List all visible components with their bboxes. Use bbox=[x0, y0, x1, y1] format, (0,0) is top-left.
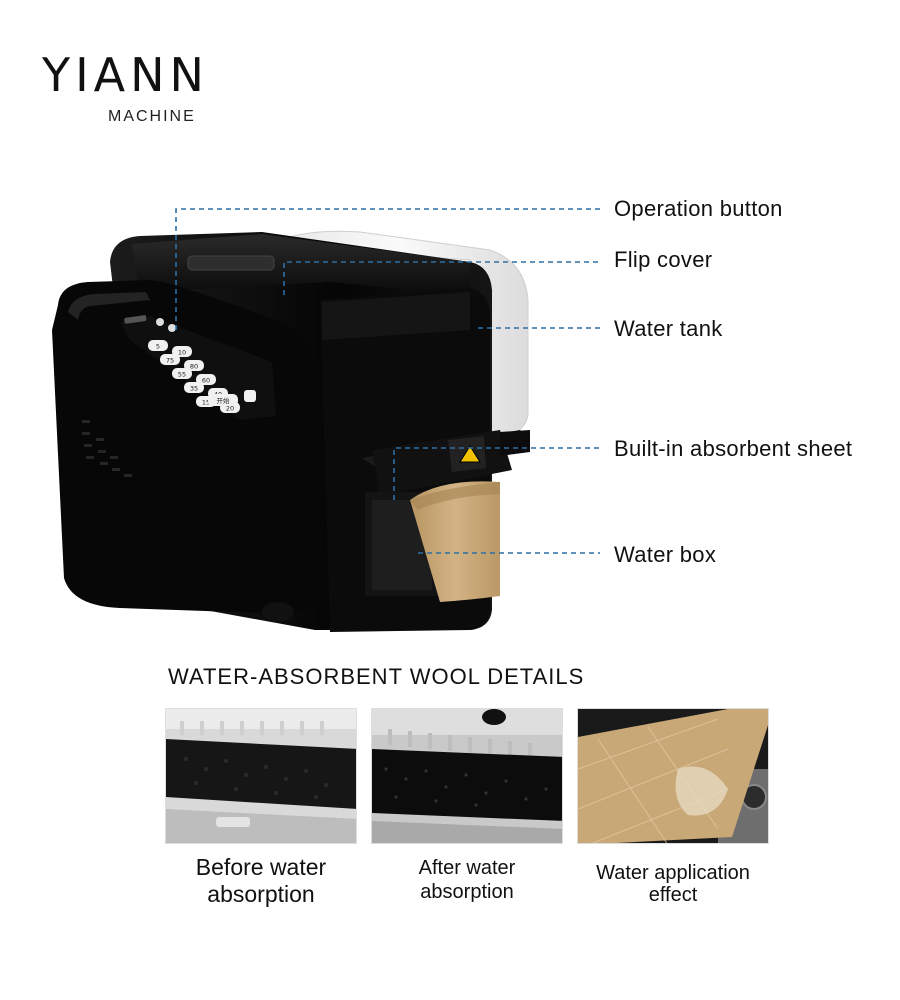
callout-flip-cover: Flip cover bbox=[614, 247, 713, 272]
callout-absorbent-sheet: Built-in absorbent sheet bbox=[614, 436, 853, 461]
callout-operation-button: Operation button bbox=[614, 196, 783, 221]
svg-text:开始: 开始 bbox=[217, 396, 231, 405]
caption-after: After water absorption bbox=[418, 857, 516, 903]
keypad-start-key: 开始 bbox=[208, 394, 238, 406]
detail-photo-after bbox=[371, 708, 563, 844]
keypad-key: 5 bbox=[148, 340, 168, 351]
callout-water-box: Water box bbox=[614, 542, 717, 567]
detail-photo-effect bbox=[577, 708, 769, 844]
brand-logo: YIANN MACHINE bbox=[42, 52, 272, 126]
keypad-key: 35 bbox=[184, 382, 204, 393]
keypad-key: 80 bbox=[184, 360, 204, 371]
svg-text:20: 20 bbox=[226, 405, 234, 413]
svg-text:10: 10 bbox=[178, 349, 186, 357]
svg-text:80: 80 bbox=[190, 363, 198, 371]
detail-photo-before bbox=[165, 708, 357, 844]
section-title: WATER-ABSORBENT WOOL DETAILS bbox=[168, 664, 585, 689]
keypad-key: 60 bbox=[196, 374, 216, 385]
keypad-power-key bbox=[244, 390, 256, 402]
svg-text:60: 60 bbox=[202, 377, 210, 385]
brand-name: YIANN bbox=[42, 48, 209, 102]
callout-lines bbox=[175, 208, 600, 554]
keypad-key: 10 bbox=[172, 346, 192, 357]
svg-text:5: 5 bbox=[156, 343, 160, 351]
svg-text:35: 35 bbox=[190, 385, 198, 393]
kraft-tape bbox=[410, 481, 500, 602]
svg-text:75: 75 bbox=[166, 357, 174, 365]
flip-cover-handle bbox=[187, 255, 275, 271]
svg-text:15: 15 bbox=[202, 399, 210, 407]
svg-text:55: 55 bbox=[178, 371, 186, 379]
caption-effect: Water application effect bbox=[596, 862, 750, 906]
product-illustration: 5107580556035401520开始 bbox=[52, 208, 600, 632]
operation-keypad: 5107580556035401520开始 bbox=[120, 315, 276, 420]
keypad-key: 55 bbox=[172, 368, 192, 379]
warning-icon bbox=[459, 445, 481, 463]
brand-subtitle: MACHINE bbox=[108, 108, 196, 125]
callout-water-tank: Water tank bbox=[614, 316, 723, 341]
keypad-key: 75 bbox=[160, 354, 180, 365]
caption-before: Before water absorption bbox=[195, 854, 327, 907]
